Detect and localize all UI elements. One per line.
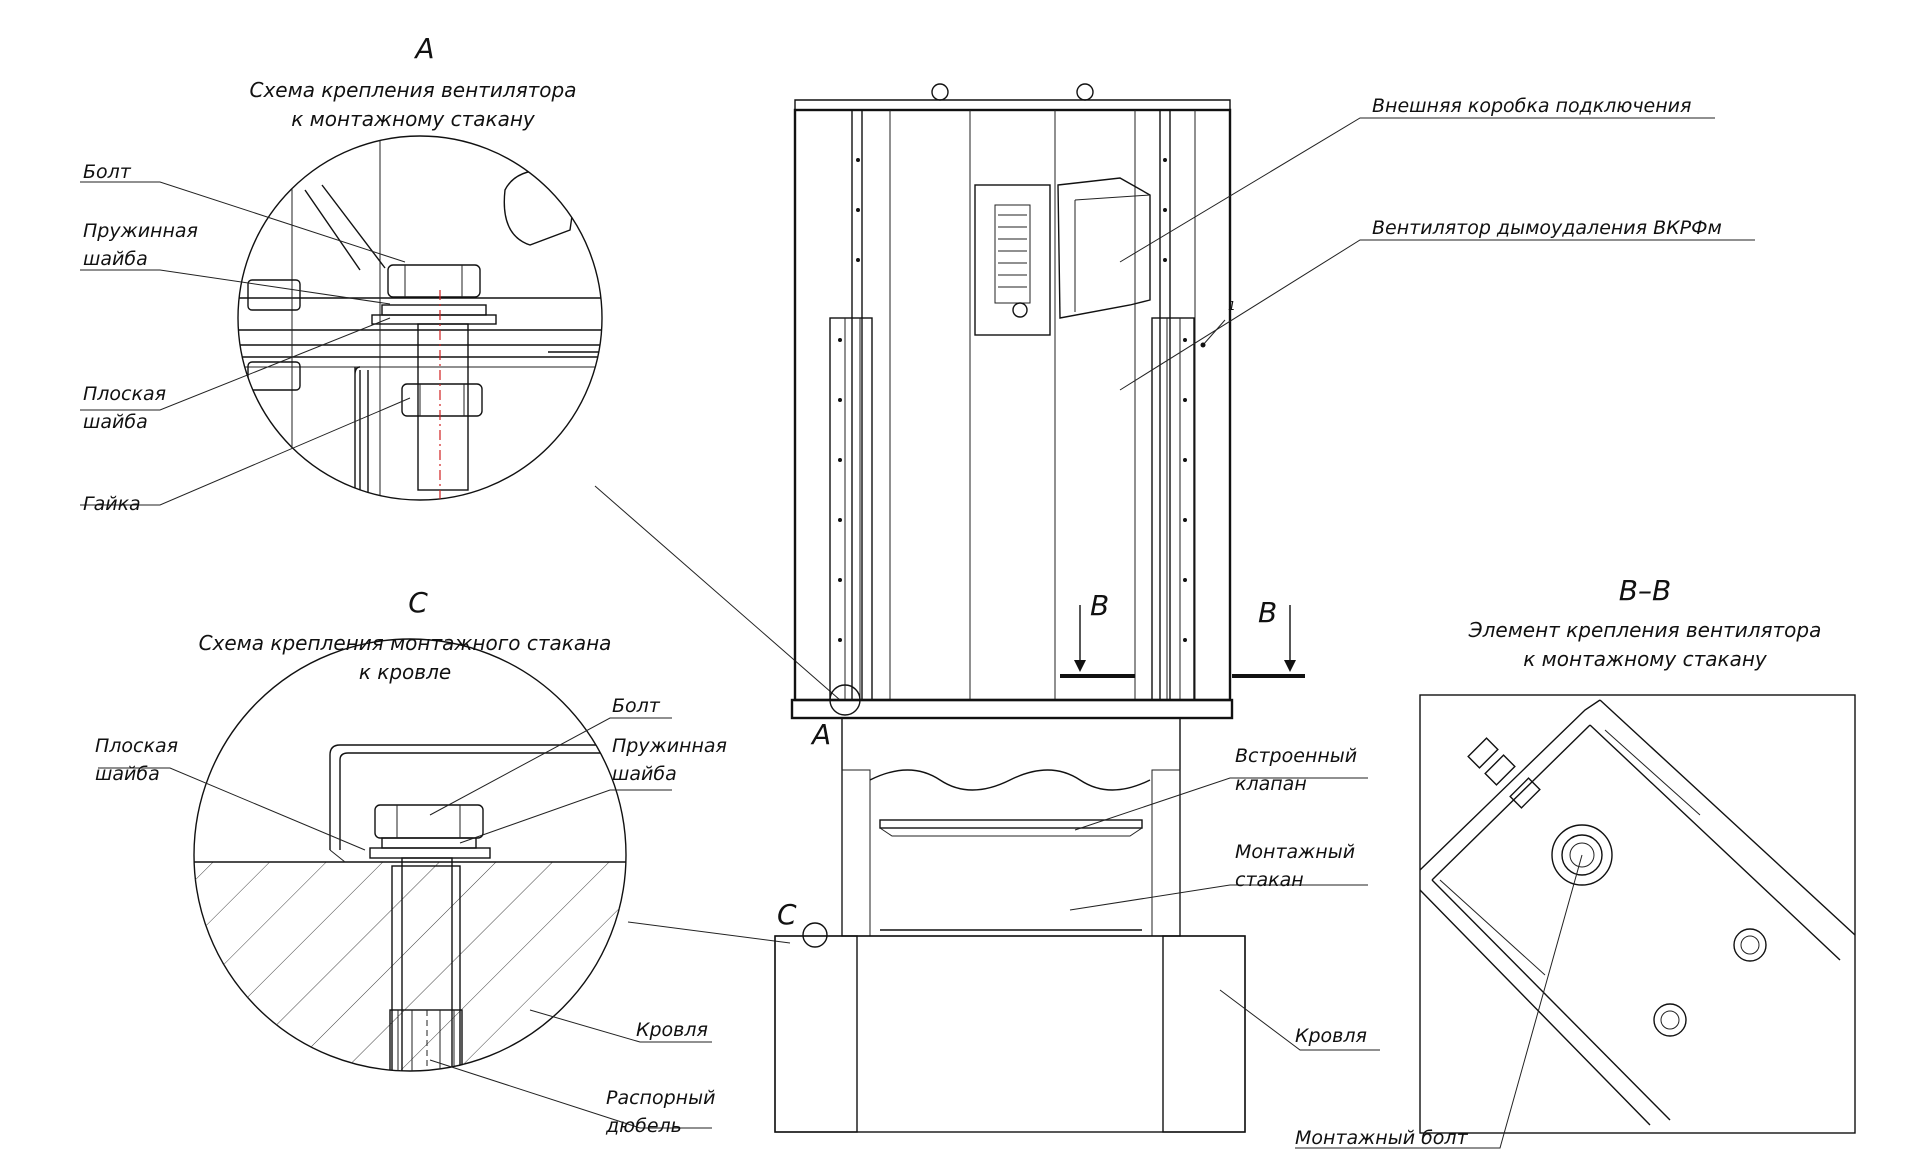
- mounting-cup: [841, 717, 1181, 937]
- vent-panel: [974, 184, 1051, 336]
- a-label-spring-1: Пружинная: [83, 220, 198, 242]
- c-label-bolt: Болт: [612, 695, 661, 717]
- detail-a-letter: A: [413, 32, 434, 65]
- label-valve-1: Встроенный: [1235, 745, 1357, 767]
- c-label-dowel-2: дюбель: [605, 1115, 682, 1137]
- section-b-right: B: [1258, 596, 1277, 629]
- c-label-flat-2: шайба: [95, 763, 160, 785]
- detail-c-caption-2: к кровле: [359, 660, 451, 684]
- label-roof-main: Кровля: [1295, 1025, 1367, 1047]
- fan-base-flange: [790, 698, 1234, 720]
- detail-a-caption-1: Схема крепления вентилятора: [250, 78, 577, 102]
- section-bb-title: B–B: [1619, 574, 1671, 607]
- section-bb-caption-2: к монтажному стакану: [1523, 647, 1768, 671]
- c-label-dowel-1: Распорный: [606, 1087, 715, 1109]
- section-bb-caption-1: Элемент крепления вентилятора: [1468, 618, 1822, 642]
- c-label-roof: Кровля: [636, 1019, 708, 1041]
- marker-c: C: [777, 898, 797, 931]
- detail-a-contents: [238, 136, 602, 500]
- section-bb-contents: [1419, 699, 1856, 1126]
- junction-box: [1057, 177, 1151, 319]
- section-b-left: B: [1090, 589, 1109, 622]
- a-label-flat-1: Плоская: [83, 383, 166, 405]
- detail-c-caption-1: Схема крепления монтажного стакана: [199, 631, 612, 655]
- detail-c-letter: C: [408, 586, 428, 619]
- section-bb: B–B Элемент крепления вентилятора к монт…: [1295, 574, 1856, 1149]
- detail-a: A Схема крепления вентилятора к монтажно…: [80, 32, 841, 701]
- detail-c: C Схема крепления монтажного стакана к к…: [95, 586, 791, 1137]
- main-view: A B B C 1 Внешняя ко: [774, 83, 1755, 1133]
- a-label-bolt: Болт: [83, 161, 132, 183]
- label-junction-box: Внешняя коробка подключения: [1372, 95, 1691, 117]
- detail-c-contents: [194, 744, 626, 1071]
- label-mount-bolt: Монтажный болт: [1295, 1127, 1469, 1149]
- built-in-valve: [879, 819, 1143, 829]
- label-mount-cup-2: стакан: [1235, 869, 1304, 891]
- marker-a: A: [810, 718, 831, 751]
- label-fan: Вентилятор дымоудаления ВКРФм: [1372, 217, 1722, 239]
- label-valve-2: клапан: [1235, 773, 1307, 795]
- c-label-spring-2: шайба: [612, 763, 677, 785]
- detail-a-circle: [237, 135, 603, 501]
- a-label-flat-2: шайба: [83, 411, 148, 433]
- section-bb-frame: [1419, 694, 1856, 1134]
- detail-a-leaders: [80, 181, 841, 701]
- detail-a-caption-2: к монтажному стакану: [291, 107, 536, 131]
- c-label-spring-1: Пружинная: [612, 735, 727, 757]
- a-label-nut: Гайка: [83, 493, 141, 515]
- roof-base: [774, 935, 1246, 1133]
- a-label-spring-2: шайба: [83, 248, 148, 270]
- label-mount-cup-1: Монтажный: [1235, 841, 1355, 863]
- c-label-flat-1: Плоская: [95, 735, 178, 757]
- callout-1: 1: [1228, 299, 1236, 313]
- detail-c-leaders: [98, 717, 791, 1129]
